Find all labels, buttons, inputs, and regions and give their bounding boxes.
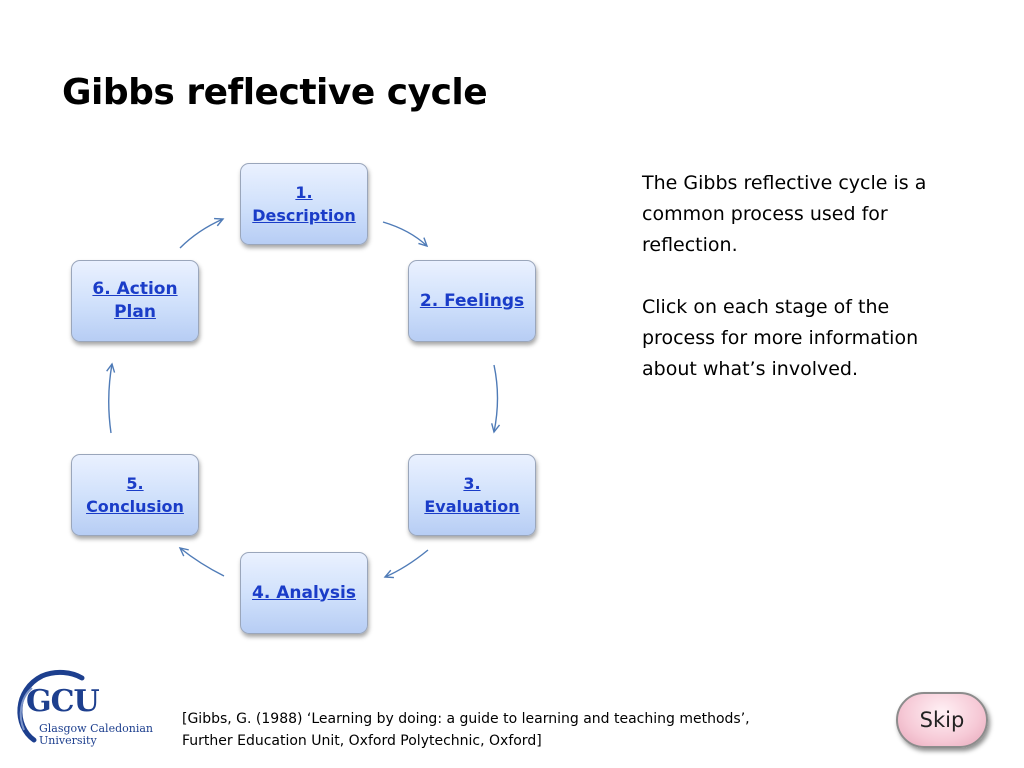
citation-line-1: [Gibbs, G. (1988) ‘Learning by doing: a … <box>182 711 750 727</box>
stage-action-plan[interactable]: 6. Action Plan <box>71 260 199 342</box>
citation: [Gibbs, G. (1988) ‘Learning by doing: a … <box>182 708 862 752</box>
stage-description[interactable]: 1. Description <box>240 163 368 245</box>
arrow-2-to-3 <box>491 364 501 434</box>
stage-conclusion-link[interactable]: 5. Conclusion <box>80 472 190 518</box>
stage-feelings-link[interactable]: 2. Feelings <box>414 290 530 313</box>
gcu-logo-abbr: GCU <box>26 684 100 719</box>
citation-line-2: Further Education Unit, Oxford Polytechn… <box>182 733 542 749</box>
intro-paragraph-2: Click on each stage of the process for m… <box>642 296 919 380</box>
stage-evaluation-link[interactable]: 3. Evaluation <box>418 472 525 518</box>
arrow-5-to-6 <box>106 362 116 434</box>
stage-description-link[interactable]: 1. Description <box>246 181 361 227</box>
intro-text: The Gibbs reflective cycle is a common p… <box>642 168 962 416</box>
gcu-logo-arc-icon <box>17 669 85 743</box>
stage-conclusion-label-2: Conclusion <box>86 497 184 516</box>
stage-analysis[interactable]: 4. Analysis <box>240 552 368 634</box>
stage-analysis-label: 4. Analysis <box>252 582 356 603</box>
skip-button[interactable]: Skip <box>896 692 988 748</box>
arrow-3-to-4 <box>383 549 429 579</box>
gcu-logo-name-line-2: University <box>39 734 97 747</box>
arrow-1-to-2 <box>382 221 429 248</box>
stage-feelings[interactable]: 2. Feelings <box>408 260 536 342</box>
stage-conclusion-label-1: 5. <box>126 474 144 493</box>
stage-action-plan-label-2: Plan <box>114 302 156 322</box>
stage-description-label-1: 1. <box>295 183 313 202</box>
stage-feelings-label: 2. Feelings <box>419 290 525 311</box>
slide-title: Gibbs reflective cycle <box>62 72 488 113</box>
stage-conclusion[interactable]: 5. Conclusion <box>71 454 199 536</box>
arrow-4-to-5 <box>178 547 225 577</box>
stage-analysis-link[interactable]: 4. Analysis <box>246 582 362 605</box>
stage-action-plan-link[interactable]: 6. Action Plan <box>86 278 183 324</box>
gcu-logo-name-line-1: Glasgow Caledonian <box>39 722 153 735</box>
gcu-logo: GCU Glasgow Caledonian University <box>12 668 162 752</box>
stage-evaluation[interactable]: 3. Evaluation <box>408 454 536 536</box>
intro-paragraph-1: The Gibbs reflective cycle is a common p… <box>642 172 927 256</box>
stage-evaluation-label-1: 3. <box>463 474 481 493</box>
stage-evaluation-label-2: Evaluation <box>424 497 520 516</box>
arrow-6-to-1 <box>179 217 225 249</box>
stage-action-plan-label-1: 6. Action <box>92 279 178 299</box>
stage-description-label-2: Description <box>252 206 356 225</box>
